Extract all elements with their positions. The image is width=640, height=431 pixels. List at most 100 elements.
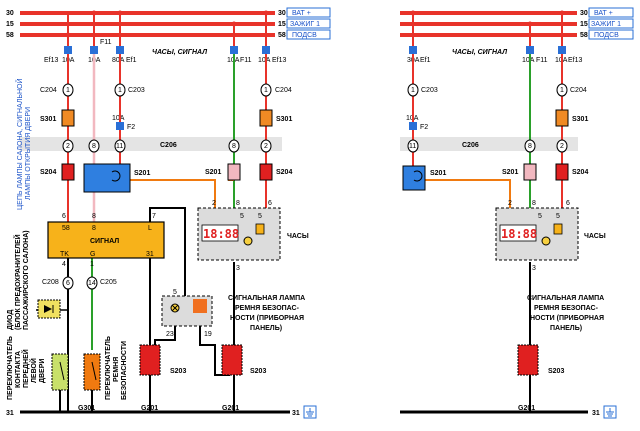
pin-8-r2: 8 xyxy=(528,143,532,150)
tap-r2-dot xyxy=(527,21,533,27)
bus-num-58-left: 58 xyxy=(6,32,14,39)
clock-display-text-left: 18:88 xyxy=(203,227,239,241)
fuse-ef1-r-label: Ef1 xyxy=(420,57,431,64)
fuse-f2-label: F2 xyxy=(127,124,135,131)
c206-label-left: C206 xyxy=(160,142,177,149)
pin-2-r3: 2 xyxy=(560,143,564,150)
c206-band-left xyxy=(20,137,282,151)
bus-label-lights: ПОДСВ xyxy=(292,32,317,39)
fuse-ef13-r2-label: Ef13 xyxy=(568,57,583,64)
pin-bubble-2-e xyxy=(260,139,272,153)
pin-14-c205: 14 xyxy=(88,280,96,287)
s301-label-l: S301 xyxy=(40,116,56,123)
fuse-f2 xyxy=(116,122,124,130)
signal-pin-58: 58 xyxy=(62,225,70,232)
vert-door-5: ДВЕРИ xyxy=(39,359,46,383)
bus-label-ign-r: ЗАЖИГ 1 xyxy=(591,21,621,28)
s203-label-r: S203 xyxy=(548,368,564,375)
clock-pin-8-r: 8 xyxy=(532,200,536,207)
wire-lamp-23 xyxy=(154,318,176,345)
door-switch-glyph xyxy=(59,361,65,381)
fuse-f2-r-label: F2 xyxy=(420,124,428,131)
bus-num-15-right: 15 xyxy=(580,21,588,28)
clock-module-right: 18:88 2 8 6 5 5 3 ЧАСЫ xyxy=(495,200,606,272)
clock-lamp-left xyxy=(243,236,253,246)
vert-belt-2: РЕМНЯ xyxy=(113,357,120,382)
fuse-ef13-r-label: Ef13 xyxy=(272,57,287,64)
s201-switch-glyph xyxy=(111,170,121,182)
lower-connectors-left: 6 C208 14 C205 xyxy=(42,276,117,290)
bus-num-30-left: 30 xyxy=(6,10,14,17)
vert-chain-1: ЦЕПЬ ЛАМПЫ САЛОНА, СИГНАЛЬНОЙ xyxy=(15,78,24,210)
bus-label-box-bat xyxy=(286,7,331,18)
pin-1-e: 1 xyxy=(264,87,268,94)
clock-pin-3-r: 3 xyxy=(532,265,536,272)
signal-module: СИГНАЛ 58 8 L TK G 31 6 8 7 4 1 xyxy=(47,213,165,268)
tap-b-dot xyxy=(91,10,97,16)
tap-c-dot xyxy=(117,10,123,16)
s201-block-left xyxy=(83,163,131,193)
lamp-desc-r3: НОСТИ (ПРИБОРНАЯ xyxy=(530,315,604,322)
pin-11-r1: 11 xyxy=(409,143,416,150)
tap-d-dot xyxy=(231,21,237,27)
signal-block-label: СИГНАЛ xyxy=(90,238,119,245)
pin-bubbles-right: 1 1 C203 C204 11 8 2 xyxy=(407,83,587,153)
bus-label-ign: ЗАЖИГ 1 xyxy=(290,21,320,28)
g201-label-a: G201 xyxy=(141,405,158,412)
pin-bubble-1-e xyxy=(260,83,272,97)
vert-door-4: ЛЕВОЙ xyxy=(29,358,38,383)
signal-pin-8: 8 xyxy=(92,225,96,232)
pin-bubble-6-c208 xyxy=(62,276,74,290)
clock-pin-5a-l: 5 xyxy=(240,213,244,220)
pin-bubble-1-c xyxy=(114,83,126,97)
s201-label-r-mid: S201 xyxy=(502,169,518,176)
pin-6-sig: 6 xyxy=(62,213,66,220)
c204-label-r2: C204 xyxy=(570,87,587,94)
pin-bubble-11-r1 xyxy=(407,139,419,153)
g301-label: G301 xyxy=(78,405,95,412)
pin-bubble-1-r3 xyxy=(556,83,568,97)
fuse-10a-f2-label: 10A xyxy=(112,115,125,122)
pin-bubble-14-c205 xyxy=(86,276,98,290)
s204-block-r2 xyxy=(555,163,569,181)
s204-label-r: S204 xyxy=(276,169,292,176)
s204-block-l xyxy=(61,163,75,181)
lamp-icon-x2 xyxy=(171,304,179,312)
vert-diode-2: (БЛОК ПРЕДОХРАНИТЕЛЕЙ xyxy=(13,234,22,330)
bus-num-58-mid: 58 xyxy=(278,32,286,39)
pin-1-r1: 1 xyxy=(411,87,415,94)
clock-lamp-right xyxy=(541,236,551,246)
fuse-80a-label: 80A xyxy=(112,57,125,64)
s201-block-r-mid xyxy=(523,163,537,181)
s301-label-r: S301 xyxy=(276,116,292,123)
g201-label-b: G201 xyxy=(222,405,239,412)
fuse-10a-b xyxy=(90,46,98,54)
pin-bubble-11-c xyxy=(114,139,126,153)
power-buses: 30 15 58 30 15 58 ВАТ + ЗАЖИГ 1 ПОДСВ 30… xyxy=(6,7,634,40)
pin-bubble-8-r2 xyxy=(524,139,536,153)
fuse-f2-r xyxy=(409,122,417,130)
pin-1-sig: 1 xyxy=(90,261,94,268)
g201-label-r: G201 xyxy=(518,405,535,412)
pin-8-b: 8 xyxy=(92,143,96,150)
lamp-desc-4: ПАНЕЛЬ) xyxy=(250,325,282,332)
fuse-10a-ef13-label: 10A xyxy=(258,57,271,64)
c204-label-r: C204 xyxy=(275,87,292,94)
pin-2-a: 2 xyxy=(66,143,70,150)
s201-block-mid xyxy=(227,163,241,181)
s204-label-l: S204 xyxy=(40,169,56,176)
lamp-desc-r4: ПАНЕЛЬ) xyxy=(550,325,582,332)
c203-label-l: C203 xyxy=(128,87,145,94)
s201-label-left: S201 xyxy=(134,170,150,177)
clock-label-left: ЧАСЫ xyxy=(287,233,309,240)
seatbelt-lamp: 5 23 19 xyxy=(161,289,213,338)
s204-block-r xyxy=(259,163,273,181)
pin-1-a: 1 xyxy=(66,87,70,94)
s301-block-l xyxy=(61,109,75,127)
lamp-description-left: СИГНАЛЬНАЯ ЛАМПА РЕМНЯ БЕЗОПАС- НОСТИ (П… xyxy=(228,295,305,332)
diode xyxy=(37,299,61,319)
pin-bubble-1-r1 xyxy=(407,83,419,97)
splices-left: S301 S301 S204 S204 S201 S201 xyxy=(40,109,292,193)
s301-label-r2: S301 xyxy=(572,116,588,123)
clock-relay-left xyxy=(255,223,265,235)
